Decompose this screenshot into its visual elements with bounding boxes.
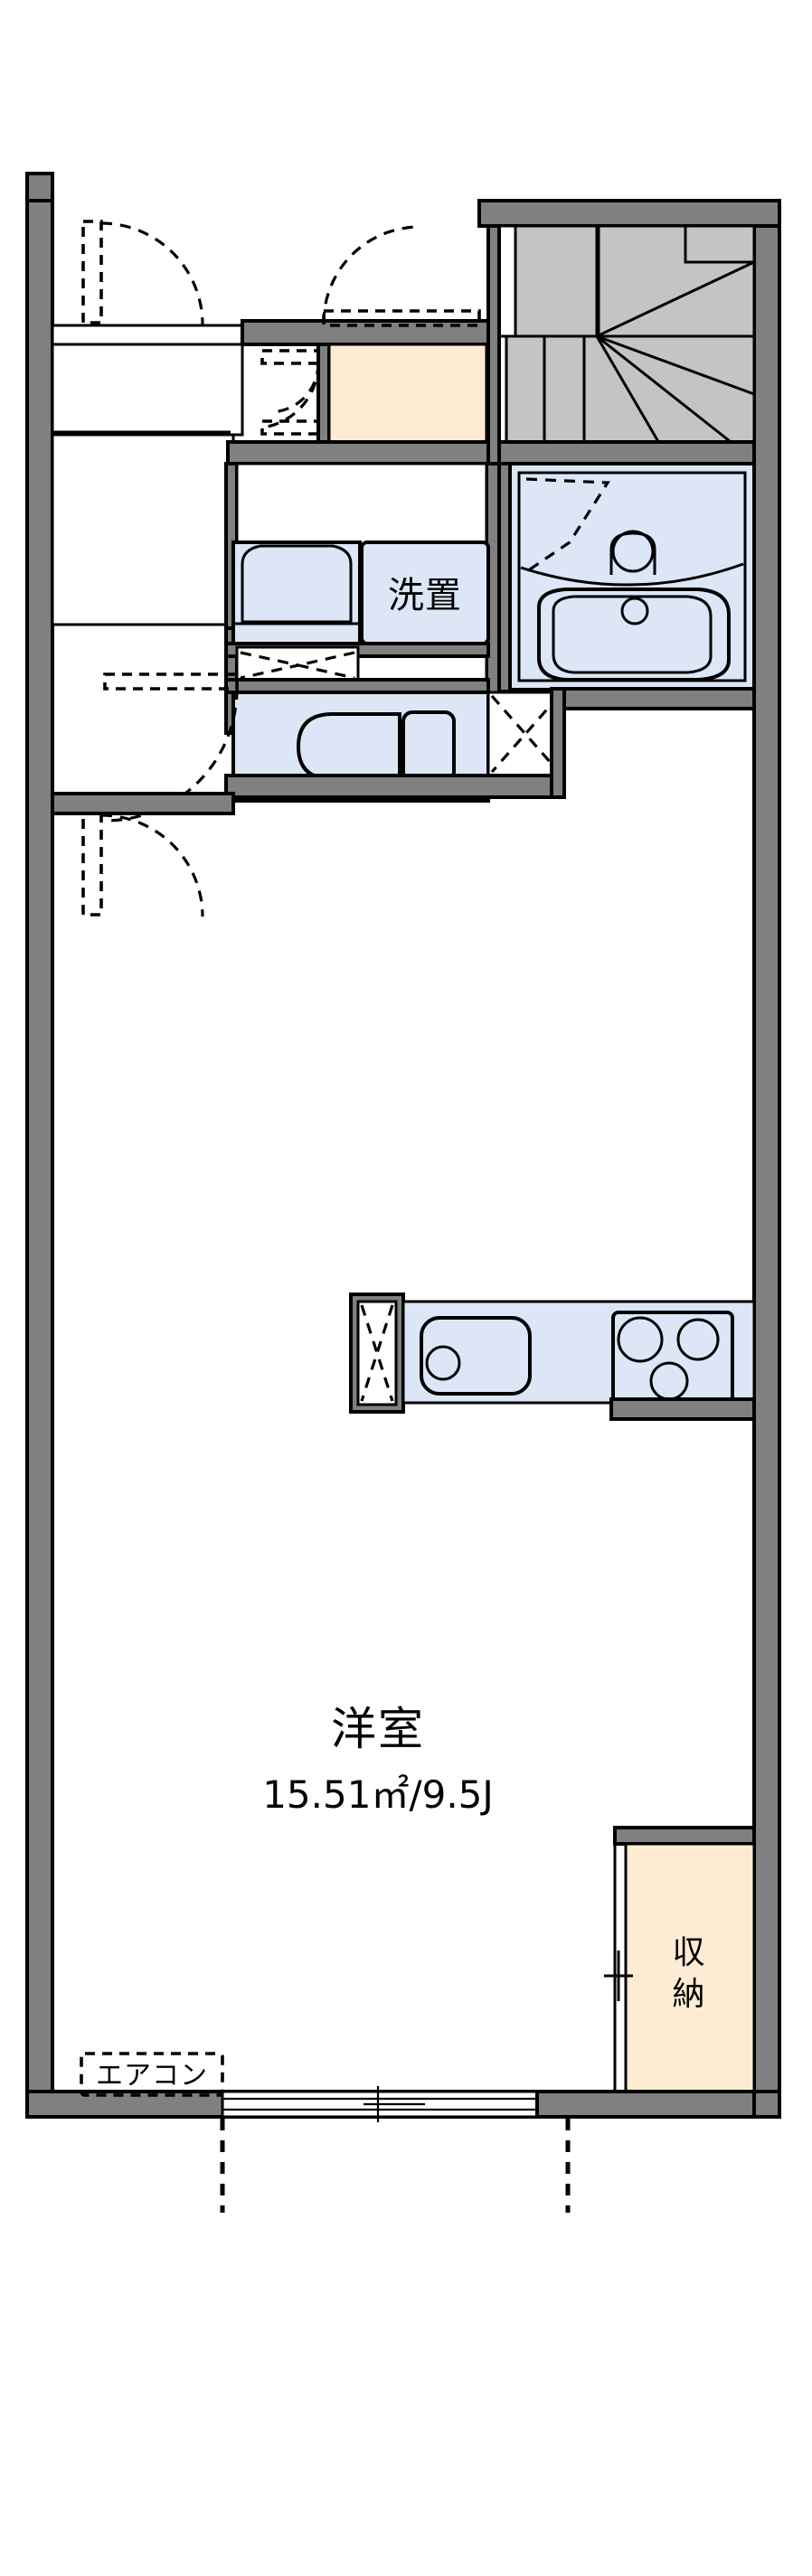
shoe-closet-swing-upper — [270, 362, 320, 414]
entry-closet — [327, 343, 488, 446]
wall-bath-bottom — [550, 687, 756, 710]
hallway-block — [51, 343, 490, 626]
washer-space: 洗置 — [360, 541, 490, 645]
storage-floor — [624, 1842, 756, 2095]
bath-apron-curve — [520, 562, 744, 587]
wall-left — [25, 172, 54, 2119]
bathtub-inner — [552, 595, 713, 674]
toilet-tank — [401, 710, 456, 783]
storage-label-line2: 納 — [672, 1976, 705, 2013]
stair-tread-upper-1 — [514, 224, 599, 338]
room-entry-swing — [104, 688, 239, 823]
wall-right — [752, 199, 781, 2119]
corridor-strip — [51, 343, 244, 437]
wall-top-right — [477, 199, 781, 228]
shoe-closet-leaf-upper — [260, 349, 320, 365]
main-room-name: 洋室 — [331, 1703, 425, 1755]
wall-room-entry — [51, 792, 235, 815]
room-entry-door — [51, 672, 239, 823]
corridor-door — [322, 225, 481, 327]
stair-winder-1 — [596, 260, 755, 338]
aircon-label: エアコン — [96, 2060, 208, 2092]
bath-door-folding — [524, 477, 610, 575]
wall-top-left-stub — [25, 172, 54, 202]
toilet-door-cross-a — [490, 694, 561, 774]
wall-closet-side — [316, 343, 331, 446]
wall-kitchen-right — [609, 1397, 756, 1421]
staircase — [486, 224, 756, 466]
washroom-sliding-door — [224, 645, 490, 694]
shoe-closet-leaf-lower — [260, 419, 320, 436]
entrance-door — [81, 220, 204, 325]
room-entry-leaf — [103, 672, 239, 691]
corridor-door-swing — [322, 225, 420, 324]
stove-burner-left — [617, 1316, 664, 1363]
bathtub-outer — [537, 588, 731, 682]
main-room-labels: 洋室 15.51㎡/9.5J — [262, 1703, 494, 1817]
wall-bottom-right — [535, 2090, 756, 2119]
fridge-cross-b — [360, 1304, 394, 1402]
main-room-area: 15.51㎡/9.5J — [262, 1772, 494, 1817]
bath-faucet-deck — [609, 531, 656, 575]
wall-stair-left — [486, 224, 501, 466]
wall-sanitary-bottom — [224, 774, 564, 799]
stair-tread-upper-top — [684, 224, 756, 264]
toilet-door-cross-b — [490, 694, 561, 774]
lower-left-door — [81, 812, 204, 917]
vanity-sink — [231, 541, 362, 645]
entrance-area — [51, 220, 490, 437]
wall-storage-top — [613, 1826, 756, 1846]
wall-below-sliding-door — [224, 678, 490, 694]
wall-bath-bottom-return — [550, 687, 566, 799]
sanitary-block: 洗置 — [224, 462, 756, 803]
lower-left-door-swing — [100, 813, 204, 917]
aircon-box — [80, 2052, 224, 2097]
shoe-closet-swing-lower — [267, 362, 320, 428]
entrance-door-leaf — [81, 220, 103, 324]
hallway-floor — [51, 433, 235, 626]
vanity-body — [231, 541, 362, 645]
bath-floor — [508, 462, 756, 691]
stair-winder-5 — [595, 335, 662, 446]
vanity-basin — [241, 544, 353, 624]
washer-space-label: 洗置 — [388, 575, 462, 616]
stair-winder-3 — [596, 334, 755, 396]
sliding-door-arrow-right — [297, 651, 355, 680]
lower-left-door-leaf — [81, 812, 103, 917]
wall-below-closet — [226, 440, 490, 465]
kitchen — [349, 1293, 756, 1421]
bath-faucet-knob — [611, 530, 655, 573]
aircon-annotation: エアコン — [80, 2052, 224, 2097]
kitchen-sink-basin — [420, 1316, 532, 1396]
fridge-space — [356, 1300, 398, 1406]
bathtub-drain — [620, 597, 649, 625]
stair-winder-4 — [596, 334, 735, 447]
fridge-cross-a — [360, 1304, 394, 1402]
kitchen-sink-drain — [425, 1345, 461, 1381]
balcony-window — [220, 2086, 756, 2213]
entrance-door-swing — [100, 221, 204, 325]
storage-closet: 収 納 — [604, 1826, 756, 2095]
storage-label-line1: 収 — [672, 1934, 705, 1971]
bathroom — [497, 462, 756, 693]
corridor-door-leaf — [322, 309, 481, 327]
stove-burner-right — [676, 1318, 720, 1361]
wall-under-stairs — [486, 440, 756, 465]
shoe-closet-door — [260, 349, 320, 436]
